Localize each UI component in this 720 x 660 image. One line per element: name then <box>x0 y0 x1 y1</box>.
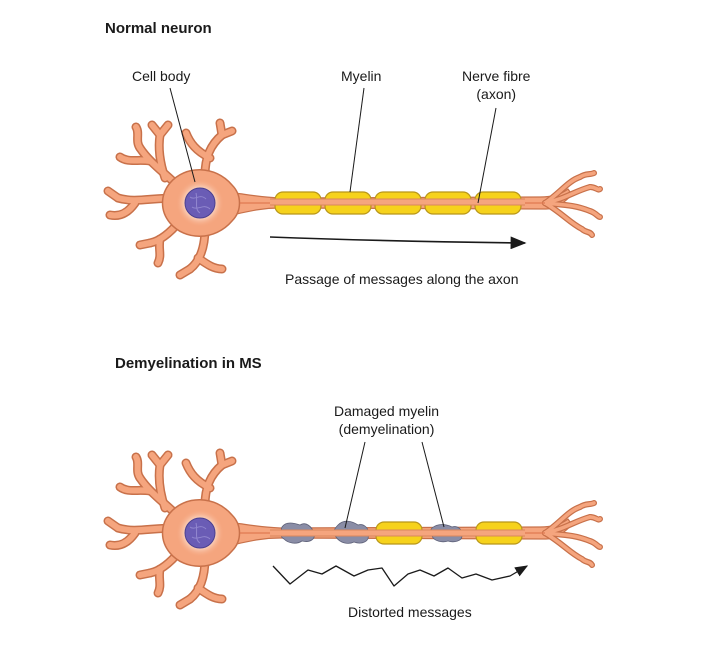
myelin-label: Myelin <box>341 68 382 84</box>
damaged-myelin-label-line1: Damaged myelin <box>334 403 440 419</box>
distorted-label: Distorted messages <box>348 604 472 620</box>
nerve-fibre-label-line2: (axon) <box>476 86 517 102</box>
nerve-fibre-label-line1: Nerve fibre <box>462 68 531 84</box>
ms-heading: Demyelination in MS <box>115 355 262 372</box>
damaged-myelin-label-line2: (demyelination) <box>338 421 435 437</box>
normal-neuron-heading: Normal neuron <box>105 20 212 37</box>
ms-leader-lines <box>344 441 445 529</box>
cell-body-label: Cell body <box>132 68 191 84</box>
ms-neuron <box>108 453 600 605</box>
nerve-fibre-label: Nerve fibre (axon) <box>462 67 530 103</box>
passage-label: Passage of messages along the axon <box>285 271 519 287</box>
distorted-message-arrow <box>272 565 529 587</box>
myelin-sheaths <box>270 191 525 215</box>
normal-neuron <box>108 123 600 275</box>
message-arrow <box>269 236 527 250</box>
normal-leader-lines <box>169 87 497 204</box>
damaged-myelin-label: Damaged myelin (demyelination) <box>334 402 439 438</box>
